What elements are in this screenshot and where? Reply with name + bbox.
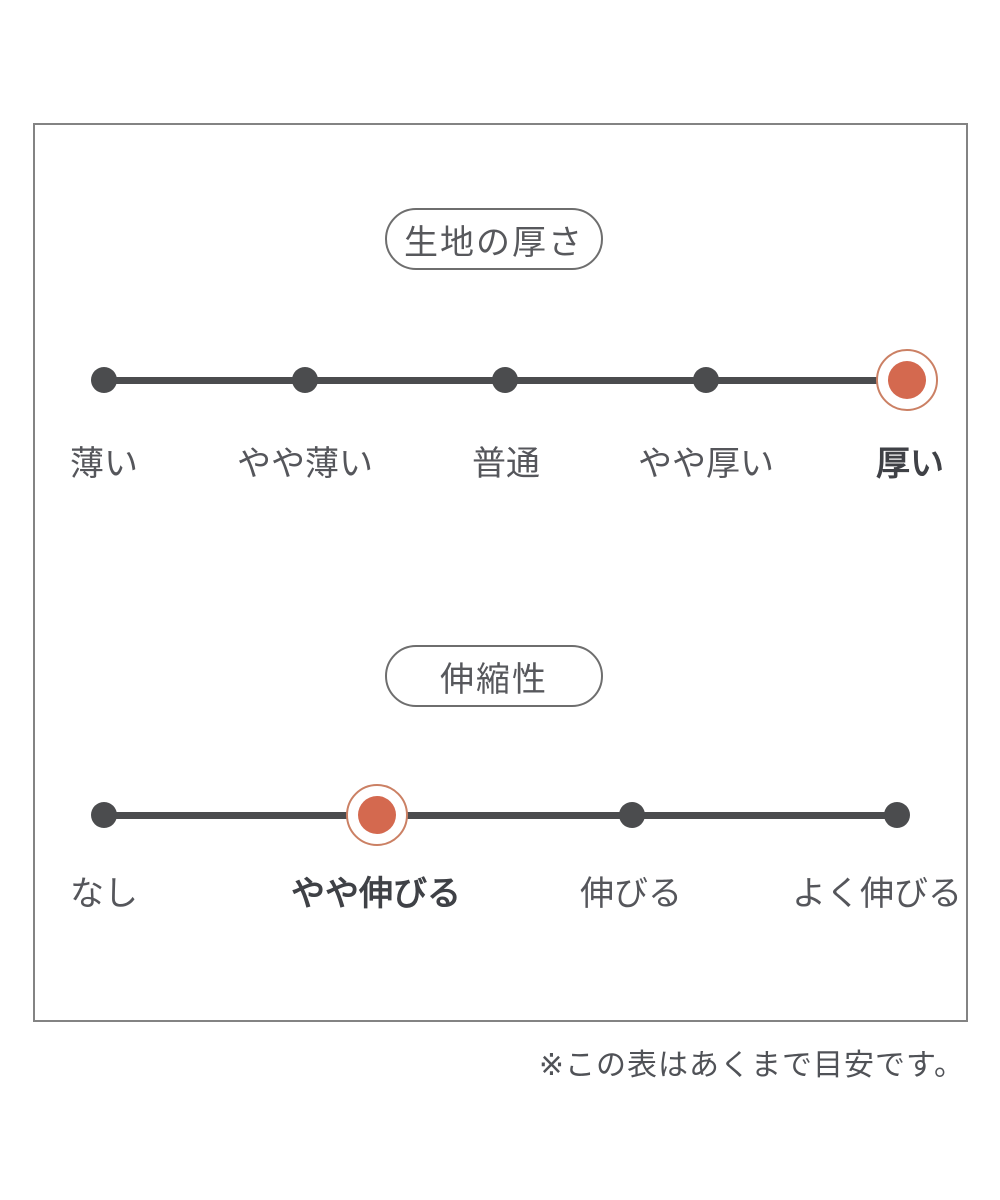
thickness-label-somewhat-thin: やや薄い <box>237 445 373 483</box>
thickness-dot-1 <box>91 367 117 393</box>
section-title-thickness-label: 生地の厚さ <box>404 223 584 262</box>
stretch-label-stretches-well: よく伸びる <box>792 875 962 913</box>
stretch-label-somewhat-selected: やや伸びる <box>291 875 461 913</box>
section-title-thickness: 生地の厚さ <box>385 208 603 270</box>
stretch-label-stretches: 伸びる <box>580 875 682 913</box>
thickness-label-normal: 普通 <box>472 445 540 483</box>
thickness-label-somewhat-thick: やや厚い <box>638 445 774 483</box>
stretch-dot-4 <box>884 802 910 828</box>
thickness-label-thin: 薄い <box>70 445 138 483</box>
stretch-dot-1 <box>91 802 117 828</box>
stretch-dot-3 <box>619 802 645 828</box>
thickness-dot-3 <box>492 367 518 393</box>
spec-panel: 生地の厚さ 薄い やや薄い 普通 やや厚い 厚い 伸縮性 なし やや伸びる 伸び… <box>33 123 968 1022</box>
thickness-dot-2 <box>292 367 318 393</box>
section-title-stretch-label: 伸縮性 <box>440 660 548 699</box>
stretch-scale-line <box>104 812 897 819</box>
thickness-label-thick-selected: 厚い <box>876 445 944 483</box>
section-title-stretch: 伸縮性 <box>385 645 603 707</box>
stretch-selected-dot <box>358 796 396 834</box>
stretch-label-none: なし <box>70 875 138 913</box>
thickness-selected-dot <box>888 361 926 399</box>
footnote: ※この表はあくまで目安です。 <box>538 1049 965 1082</box>
thickness-dot-4 <box>693 367 719 393</box>
